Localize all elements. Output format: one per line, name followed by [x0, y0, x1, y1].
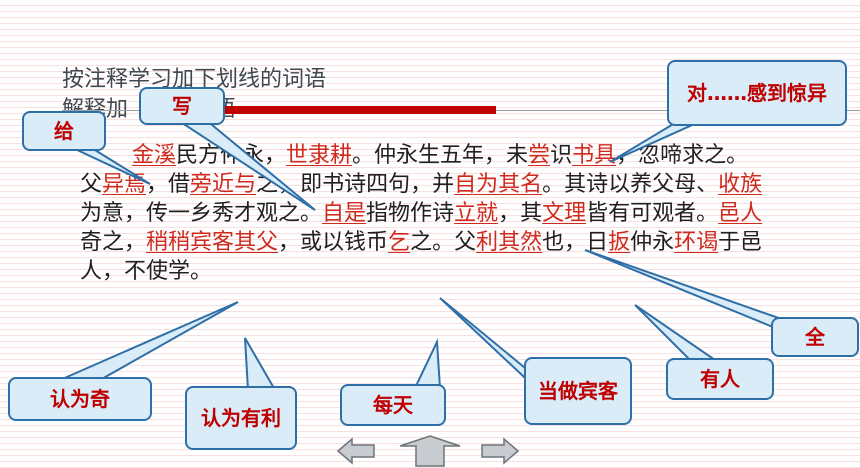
passage-text: 也，日 — [542, 230, 609, 255]
passage-text: ，或以钱币 — [278, 230, 389, 255]
passage-text: 之。父 — [410, 230, 477, 255]
annotated-word[interactable]: 环谒 — [674, 230, 719, 255]
callout-you-ren: 有人 — [666, 358, 774, 400]
annotated-word[interactable]: 邑人 — [718, 201, 763, 226]
annotated-word[interactable]: 立就 — [454, 201, 499, 226]
annotated-word[interactable]: 世隶耕 — [286, 143, 353, 168]
pointer-quan — [584, 249, 791, 336]
passage-text: 仲永 — [630, 230, 675, 255]
annotated-word[interactable]: 利其然 — [476, 230, 543, 255]
passage-text: 皆有可观者。 — [586, 201, 719, 226]
prev-arrow-icon[interactable] — [336, 436, 376, 466]
pointer-renwei-qi — [59, 301, 239, 381]
callout-meitian: 每天 — [340, 384, 446, 426]
pointer-meitian — [413, 338, 442, 389]
annotated-word[interactable]: 尝 — [528, 143, 551, 168]
callout-dui-gandao-jingyi: 对……感到惊异 — [667, 60, 847, 126]
annotated-word[interactable]: 稍稍 — [146, 230, 191, 255]
annotated-word[interactable]: 金溪 — [132, 143, 177, 168]
passage-text: 奇之， — [80, 230, 147, 255]
pointer-renwei-youli — [244, 337, 277, 391]
callout-dangzuo-binke: 当做宾客 — [524, 357, 632, 425]
callout-xie: 写 — [139, 87, 225, 125]
annotated-word[interactable]: 书具 — [572, 143, 617, 168]
passage-text: 于邑人，不使学。 — [80, 230, 763, 284]
annotated-word[interactable]: 自是 — [322, 201, 367, 226]
pointer-you-ren — [634, 304, 719, 361]
passage-text: ，其 — [498, 201, 543, 226]
passage-text: 指物作诗 — [366, 201, 455, 226]
home-arrow-icon[interactable] — [398, 434, 462, 468]
callout-quan: 全 — [771, 317, 859, 357]
passage-text: 。仲永生五年，未 — [352, 143, 529, 168]
next-arrow-icon[interactable] — [480, 436, 520, 466]
annotated-word[interactable]: 旁近 — [190, 172, 235, 197]
passage-text: ，借 — [146, 172, 191, 197]
passage-text: 为意，传一乡秀才观之。 — [80, 201, 323, 226]
callout-renwei-youli: 认为有利 — [185, 386, 297, 450]
title-accent-bar — [160, 106, 496, 114]
annotated-word[interactable]: 自为其名 — [454, 172, 543, 197]
annotated-word[interactable]: 文理 — [542, 201, 587, 226]
callout-gei: 给 — [22, 111, 106, 151]
passage-text: 。其诗以养父母、 — [542, 172, 719, 197]
annotated-word[interactable]: 宾客其父 — [190, 230, 279, 255]
annotated-word[interactable]: 收族 — [718, 172, 763, 197]
annotated-word[interactable]: 扳 — [608, 230, 631, 255]
annotated-word[interactable]: 乞 — [388, 230, 411, 255]
passage-text: 识 — [550, 143, 573, 168]
pointer-xie — [166, 114, 316, 211]
callout-renwei-qi: 认为奇 — [8, 377, 152, 421]
annotated-word[interactable]: 与 — [234, 172, 257, 197]
